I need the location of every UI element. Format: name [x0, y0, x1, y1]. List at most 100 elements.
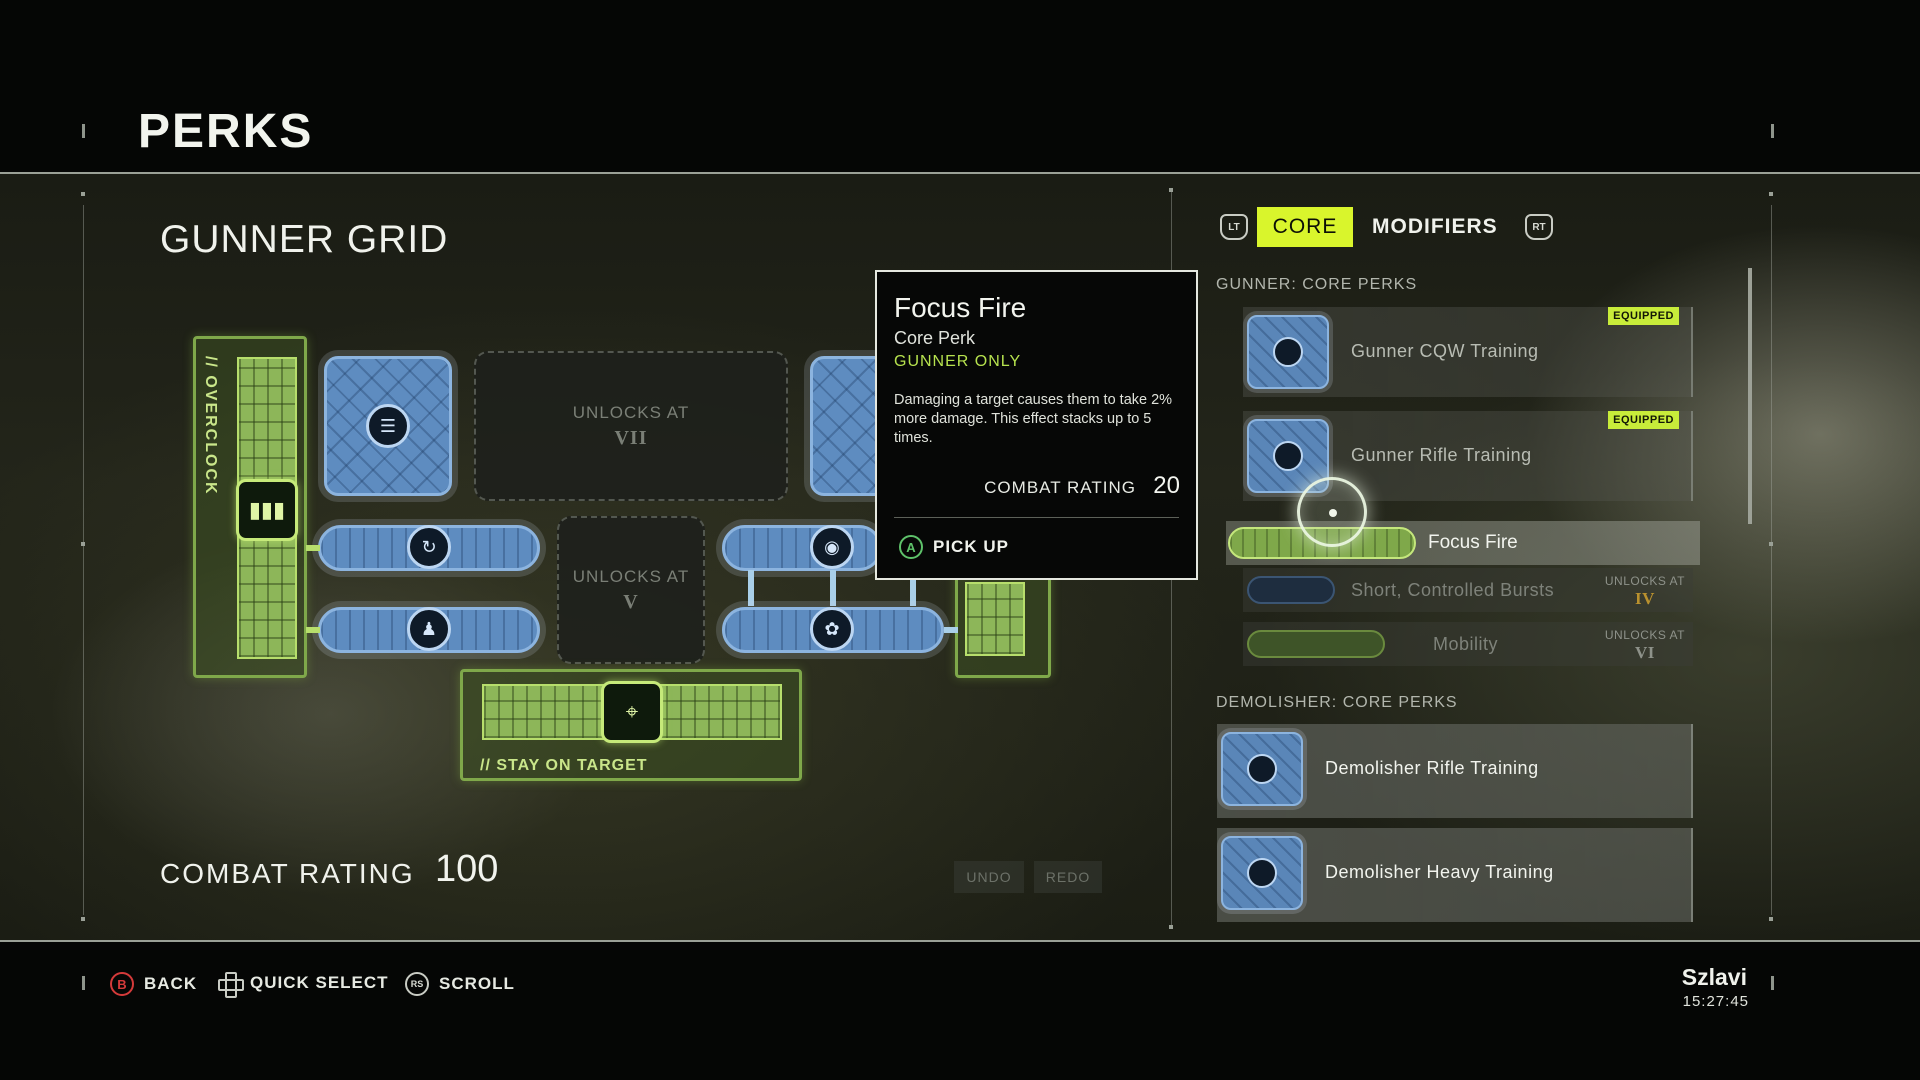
equipped-badge: EQUIPPED [1608, 307, 1679, 325]
tooltip-description: Damaging a target causes them to take 2%… [894, 392, 1173, 446]
header-divider [0, 172, 1920, 174]
tab-modifiers[interactable]: MODIFIERS [1372, 215, 1498, 238]
b-button-icon: B [110, 972, 134, 996]
locked-slot-level: VII [614, 426, 648, 449]
unlock-level: IV [1634, 589, 1655, 608]
unlock-text: UNLOCKS AT [1604, 628, 1685, 642]
tooltip-separator [894, 517, 1179, 518]
list-item-demolisher-rifle[interactable]: Demolisher Rifle Training [1217, 724, 1693, 818]
selection-cursor-icon [1297, 477, 1367, 547]
frame-dot [81, 542, 85, 546]
frame-dot [1169, 188, 1173, 192]
list-item-mobility[interactable]: Mobility UNLOCKS AT VI [1243, 622, 1693, 666]
perk-pill [1247, 576, 1335, 604]
perk-icon [1247, 315, 1329, 389]
back-label: BACK [144, 974, 198, 993]
perk-tile-rifle[interactable] [324, 356, 452, 496]
timer-up-icon: ↻ [407, 525, 451, 569]
section-heading-demolisher: DEMOLISHER: CORE PERKS [1216, 694, 1458, 711]
unlock-requirement: UNLOCKS AT IV [1605, 574, 1685, 609]
ammo-icon[interactable]: ▮▮▮ [236, 479, 298, 541]
quick-select-label: QUICK SELECT [250, 973, 389, 992]
username: Szlavi [1681, 964, 1747, 990]
perk-icon [1221, 836, 1303, 910]
connector [910, 570, 916, 606]
gear-burst-icon: ✿ [810, 607, 854, 651]
overclock-label: // OVERCLOCK [202, 356, 219, 496]
soldier-icon: ♟ [407, 607, 451, 651]
frame-tick [1771, 124, 1774, 138]
unlock-text: UNLOCKS AT [1604, 574, 1685, 588]
frame-dot [1769, 192, 1773, 196]
footer-divider [0, 940, 1920, 942]
list-item-demolisher-heavy[interactable]: Demolisher Heavy Training [1217, 828, 1693, 922]
perk-name: Demolisher Heavy Training [1325, 862, 1554, 882]
locked-slot-text: UNLOCKS AT [572, 402, 690, 422]
connector [306, 545, 320, 551]
redo-button[interactable]: REDO [1034, 861, 1102, 893]
tooltip-restriction: GUNNER ONLY [894, 353, 1022, 370]
crosshair-icon[interactable]: ⌖ [601, 681, 663, 743]
a-button-icon: A [899, 535, 923, 559]
page-title: PERKS [138, 105, 314, 158]
frame-dot [1769, 542, 1773, 546]
perk-list-scrollbar[interactable] [1748, 268, 1752, 524]
section-heading-gunner: GUNNER: CORE PERKS [1216, 276, 1418, 293]
connector [306, 627, 320, 633]
rs-button-icon: RS [405, 972, 429, 996]
hand-grenade-icon: ◉ [810, 525, 854, 569]
tooltip-combat-rating-value: 20 [1153, 472, 1180, 499]
connector [830, 570, 836, 606]
combat-rating-label: COMBAT RATING [160, 858, 415, 889]
frame-dot [1769, 917, 1773, 921]
perk-name: Demolisher Rifle Training [1325, 758, 1539, 778]
locked-slot-text: UNLOCKS AT [572, 566, 690, 586]
grid-title: GUNNER GRID [160, 218, 449, 261]
frame-dot [81, 917, 85, 921]
perk-tooltip: Focus Fire Core Perk GUNNER ONLY Damagin… [875, 270, 1198, 580]
perk-name: Focus Fire [1428, 532, 1518, 553]
pick-up-label: PICK UP [933, 537, 1009, 556]
frame-dot [1169, 925, 1173, 929]
equipped-badge: EQUIPPED [1608, 411, 1679, 429]
frame-tick [1771, 976, 1774, 990]
quick-select-button[interactable]: QUICK SELECT [218, 972, 389, 998]
pick-up-button[interactable]: A PICK UP [899, 535, 1009, 559]
connector [944, 627, 958, 633]
locked-slot-vii: UNLOCKS AT VII [474, 351, 788, 501]
scroll-label: SCROLL [439, 974, 515, 993]
perk-icon [1247, 419, 1329, 493]
clock: 15:27:45 [1682, 993, 1749, 1010]
trigger-rt-icon[interactable]: RT [1525, 214, 1553, 240]
undo-button[interactable]: UNDO [954, 861, 1024, 893]
left-frame-line [83, 205, 84, 915]
locked-slot-level: V [623, 590, 639, 613]
rifle-icon: ☰ [366, 404, 410, 448]
perk-name: Gunner CQW Training [1351, 341, 1539, 361]
frame-tick [82, 976, 85, 990]
tab-core[interactable]: CORE [1257, 207, 1353, 247]
unlock-level: VI [1634, 643, 1655, 662]
back-button[interactable]: B BACK [110, 972, 197, 996]
tooltip-perk-type: Core Perk [894, 328, 976, 348]
perk-name: Gunner Rifle Training [1351, 445, 1532, 465]
perk-pill [1247, 630, 1385, 658]
right-green-slot[interactable] [965, 582, 1025, 656]
frame-tick [82, 124, 85, 138]
perk-name: Short, Controlled Bursts [1351, 580, 1555, 600]
perk-icon [1221, 732, 1303, 806]
connector [748, 570, 754, 606]
frame-dot [81, 192, 85, 196]
unlock-requirement: UNLOCKS AT VI [1605, 628, 1685, 663]
tooltip-perk-name: Focus Fire [894, 292, 1027, 323]
trigger-lt-icon[interactable]: LT [1220, 214, 1248, 240]
list-item-focus-fire[interactable]: Focus Fire [1226, 521, 1700, 565]
dpad-icon [218, 972, 244, 998]
list-item-gunner-cqw[interactable]: Gunner CQW Training EQUIPPED [1243, 307, 1693, 397]
scroll-button[interactable]: RS SCROLL [405, 972, 515, 996]
list-item-short-controlled-bursts[interactable]: Short, Controlled Bursts UNLOCKS AT IV [1243, 568, 1693, 612]
stay-on-target-label: // STAY ON TARGET [480, 757, 648, 774]
locked-slot-v: UNLOCKS AT V [557, 516, 705, 664]
tooltip-combat-rating-label: COMBAT RATING [984, 478, 1136, 497]
perk-bar-grenade[interactable] [722, 525, 882, 571]
